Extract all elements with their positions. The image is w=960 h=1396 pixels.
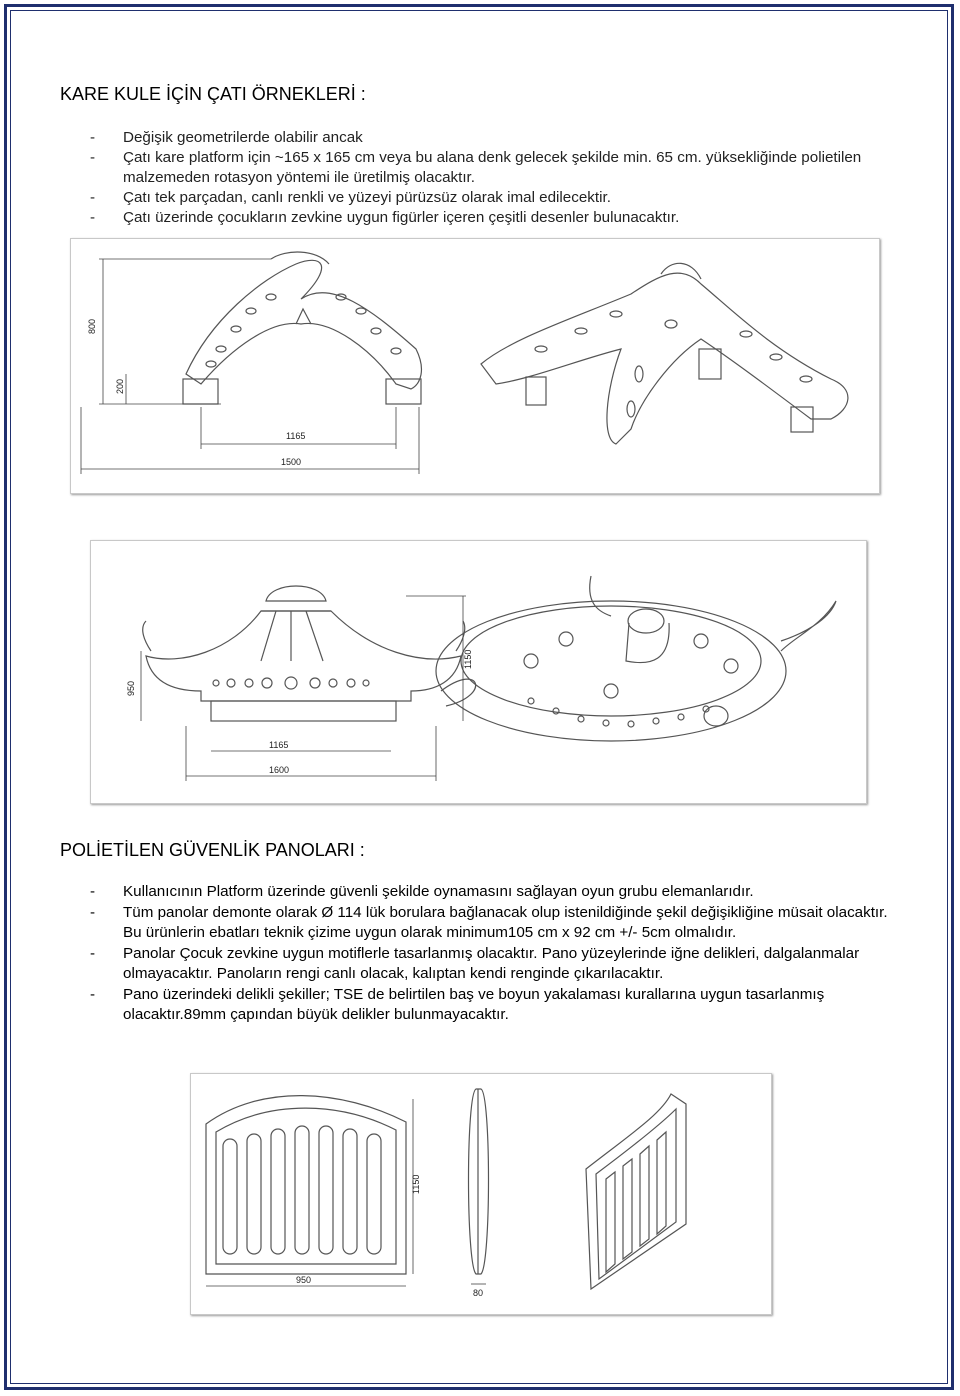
bullet-dash: - [90, 129, 96, 146]
dim-800: 800 [87, 319, 97, 334]
page-border-inner [10, 10, 948, 1384]
list-item: -Tüm panolar demonte olarak Ø 114 lük bo… [90, 903, 888, 942]
bullet-dash: - [90, 209, 96, 226]
round-roof-technical-drawing: 950 1150 1165 1600 [90, 540, 867, 804]
roof-drawing-svg: 800 200 1165 1500 [80, 251, 849, 474]
panel-bullet-list: -Kullanıcının Platform üzerinde güvenli … [90, 882, 890, 1026]
bullet-dash: - [90, 903, 96, 921]
bullet-dash: - [90, 883, 96, 900]
bullet-dash: - [90, 985, 96, 1003]
list-item: -Panolar Çocuk zevkine uygun motiflerle … [90, 944, 860, 983]
list-item: -Çatı üzerinde çocukların zevkine uygun … [90, 209, 680, 226]
dim-950: 950 [126, 681, 136, 696]
dim-1165: 1165 [286, 431, 305, 441]
dim-950: 950 [296, 1275, 311, 1285]
bullet-dash: - [90, 189, 96, 206]
panel-technical-drawing: 950 1150 80 [190, 1073, 772, 1315]
dim-1150: 1150 [411, 1175, 421, 1194]
dim-1600: 1600 [269, 765, 289, 775]
dim-200: 200 [115, 379, 125, 394]
dim-1500: 1500 [281, 457, 301, 467]
list-item: -Pano üzerindeki delikli şekiller; TSE d… [90, 985, 825, 1024]
dim-1165: 1165 [269, 740, 288, 750]
roof-technical-drawing: 800 200 1165 1500 [70, 238, 880, 494]
panel-heading: POLİETİLEN GÜVENLİK PANOLARI : [60, 840, 365, 860]
roof-bullet-list: -Değişik geometrilerde olabilir ancak -Ç… [90, 128, 890, 228]
round-roof-drawing-svg: 950 1150 1165 1600 [126, 575, 837, 781]
dim-80: 80 [473, 1288, 483, 1298]
list-item: -Çatı kare platform için ~165 x 165 cm v… [90, 149, 862, 186]
list-item: -Değişik geometrilerde olabilir ancak [90, 129, 363, 146]
panel-drawing-svg: 950 1150 80 [205, 1088, 687, 1298]
list-item: -Çatı tek parçadan, canlı renkli ve yüze… [90, 189, 611, 206]
bullet-dash: - [90, 944, 96, 962]
bullet-dash: - [90, 149, 96, 166]
page-border-outer [4, 4, 954, 1390]
list-item: -Kullanıcının Platform üzerinde güvenli … [90, 882, 890, 903]
roof-heading: KARE KULE İÇİN ÇATI ÖRNEKLERİ : [60, 84, 366, 104]
dim-1150: 1150 [463, 650, 473, 669]
